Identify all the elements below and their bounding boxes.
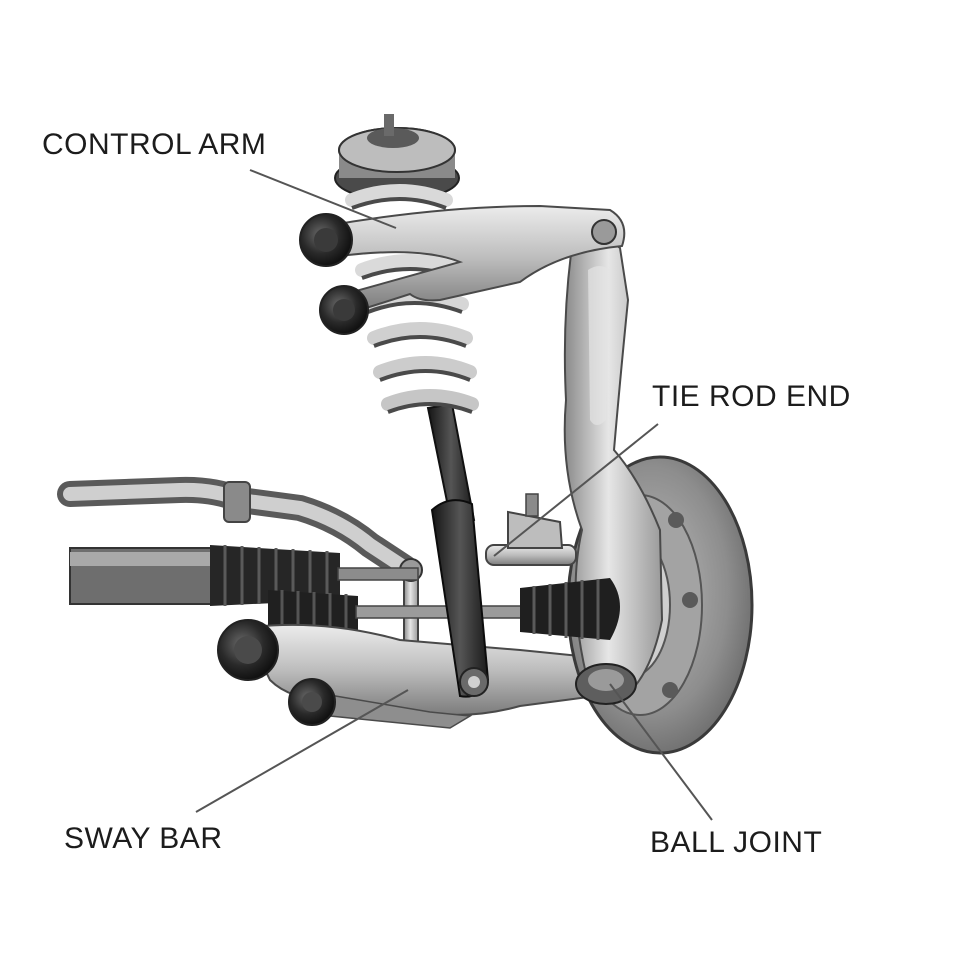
leader-sway-bar [195, 689, 409, 813]
ball-joint-label: BALL JOINT [650, 826, 823, 859]
steering-rack [69, 545, 532, 640]
sway-bar-label: SWAY BAR [64, 822, 223, 855]
leader-lines [195, 169, 713, 821]
leader-tie-rod-end [493, 423, 659, 557]
tie-rod-end [485, 493, 577, 566]
leader-ball-joint [609, 683, 713, 821]
leader-control-arm [249, 169, 397, 229]
cv-boot [520, 578, 620, 640]
control-arm-label: CONTROL ARM [42, 128, 267, 161]
upper-control-arm [299, 204, 626, 335]
ball-joint [575, 663, 637, 705]
coil-spring [334, 114, 479, 414]
shock-absorber [426, 402, 490, 698]
tie-rod-end-label: TIE ROD END [652, 380, 851, 413]
lower-control-arm [217, 619, 644, 729]
